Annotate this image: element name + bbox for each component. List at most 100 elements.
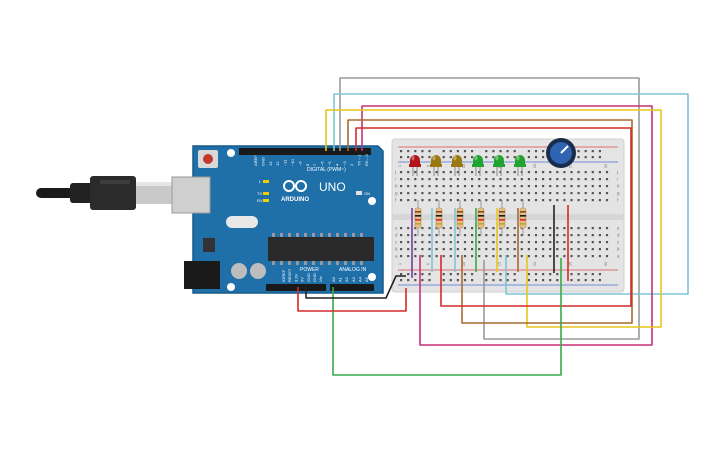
row-letter: f <box>395 198 397 203</box>
digital-pin-label: 2 <box>349 163 354 166</box>
wire-yellow[interactable] <box>325 109 662 328</box>
led[interactable] <box>451 155 463 176</box>
analog-header-label: ANALOG IN <box>339 267 367 273</box>
row-letter: i <box>395 177 396 182</box>
column-number: 5 <box>425 262 430 265</box>
column-number: 20 <box>532 261 537 266</box>
power-pin-label: IOREF <box>281 269 286 282</box>
power-pin-label: 3.3V <box>293 273 298 282</box>
power-pin-label: RESET <box>287 268 292 282</box>
power-header-label: POWER <box>300 267 319 273</box>
digital-pin-label: ~10 <box>290 158 295 166</box>
resistor[interactable] <box>477 200 485 236</box>
digital-pin-label: 12 <box>275 161 280 166</box>
digital-pin-label: 7 <box>312 163 317 166</box>
row-letter: i <box>617 177 618 182</box>
wire-brown[interactable] <box>347 119 633 324</box>
wire-gray[interactable] <box>339 77 640 340</box>
column-number: 5 <box>425 164 430 167</box>
digital-pin-label: 4 <box>334 163 339 166</box>
column-number: 25 <box>567 261 572 266</box>
resistor[interactable] <box>519 200 527 236</box>
arduino-logo-icon <box>283 180 307 192</box>
digital-pin-label: TX→1 <box>357 154 362 166</box>
analog-pin-label: A5 <box>364 276 369 282</box>
potentiometer[interactable] <box>546 138 576 168</box>
resistor[interactable] <box>435 200 443 236</box>
row-letter: b <box>617 247 620 252</box>
column-number: 25 <box>567 163 572 168</box>
row-letter: f <box>617 198 619 203</box>
column-number: 20 <box>532 163 537 168</box>
resistor[interactable] <box>456 200 464 236</box>
l-led-label: L <box>259 179 262 184</box>
power-pin-label: 5V <box>300 277 305 282</box>
column-number: 1 <box>397 164 402 167</box>
analog-pin-label: A0 <box>331 276 336 282</box>
row-letter: d <box>395 233 398 238</box>
resistors <box>414 200 527 236</box>
wire-green[interactable] <box>332 258 562 376</box>
wire-magenta[interactable] <box>361 105 653 346</box>
row-letter: d <box>617 233 620 238</box>
resistor[interactable] <box>498 200 506 236</box>
row-letter: h <box>395 184 398 189</box>
usb-cable <box>36 176 172 210</box>
analog-pin-label: A4 <box>357 276 362 282</box>
digital-pin-label: AREF <box>253 155 258 166</box>
arduino-model-label: UNO <box>319 180 346 194</box>
digital-pin-label: ~5 <box>327 161 332 166</box>
digital-pin-label: 8 <box>305 163 310 166</box>
wire-black-gnd[interactable] <box>305 275 406 299</box>
led[interactable] <box>514 155 526 176</box>
arduino-brand-label: ARDUINO <box>281 197 309 203</box>
row-letter: j <box>616 170 618 175</box>
analog-pin-label: A3 <box>351 276 356 282</box>
digital-pin-label: ~9 <box>297 161 302 166</box>
resistor[interactable] <box>414 200 422 236</box>
power-pin-label: GND <box>306 273 311 282</box>
digital-pin-label: 13 <box>268 161 273 166</box>
leds <box>409 155 526 176</box>
column-number: 15 <box>496 261 501 266</box>
power-pin-label: GND <box>312 273 317 282</box>
wire-red-power[interactable] <box>297 287 407 312</box>
row-letter: e <box>395 226 398 231</box>
row-letter: h <box>617 184 620 189</box>
column-number: 30 <box>603 261 608 266</box>
wire-red-top[interactable] <box>355 127 632 307</box>
digital-pin-label: GND <box>260 157 265 166</box>
digital-pin-label: ~11 <box>283 159 288 166</box>
analog-pin-label: A1 <box>338 276 343 282</box>
analog-pin-label: A2 <box>344 276 349 282</box>
digital-pin-label: RX←0 <box>364 153 369 166</box>
column-number: 1 <box>397 262 402 265</box>
row-letter: c <box>617 240 620 245</box>
power-pin-label: Vin <box>318 276 323 282</box>
column-number: 10 <box>461 163 466 168</box>
led[interactable] <box>409 155 421 176</box>
row-letter: g <box>395 191 398 196</box>
row-letter: e <box>617 226 620 231</box>
row-letter: c <box>395 240 398 245</box>
row-letter: a <box>395 254 398 259</box>
row-letter: a <box>617 254 620 259</box>
row-letter: j <box>394 170 396 175</box>
rx-led-label: RX <box>257 198 263 203</box>
on-led-label: ON <box>364 191 370 196</box>
led[interactable] <box>493 155 505 176</box>
row-letter: b <box>395 247 398 252</box>
column-number: 10 <box>461 261 466 266</box>
digital-pin-label: ~3 <box>342 161 347 166</box>
digital-pin-label: ~6 <box>320 161 325 166</box>
led[interactable] <box>430 155 442 176</box>
led[interactable] <box>472 155 484 176</box>
wire-cyan[interactable] <box>333 93 689 295</box>
reset-button[interactable] <box>203 154 213 164</box>
